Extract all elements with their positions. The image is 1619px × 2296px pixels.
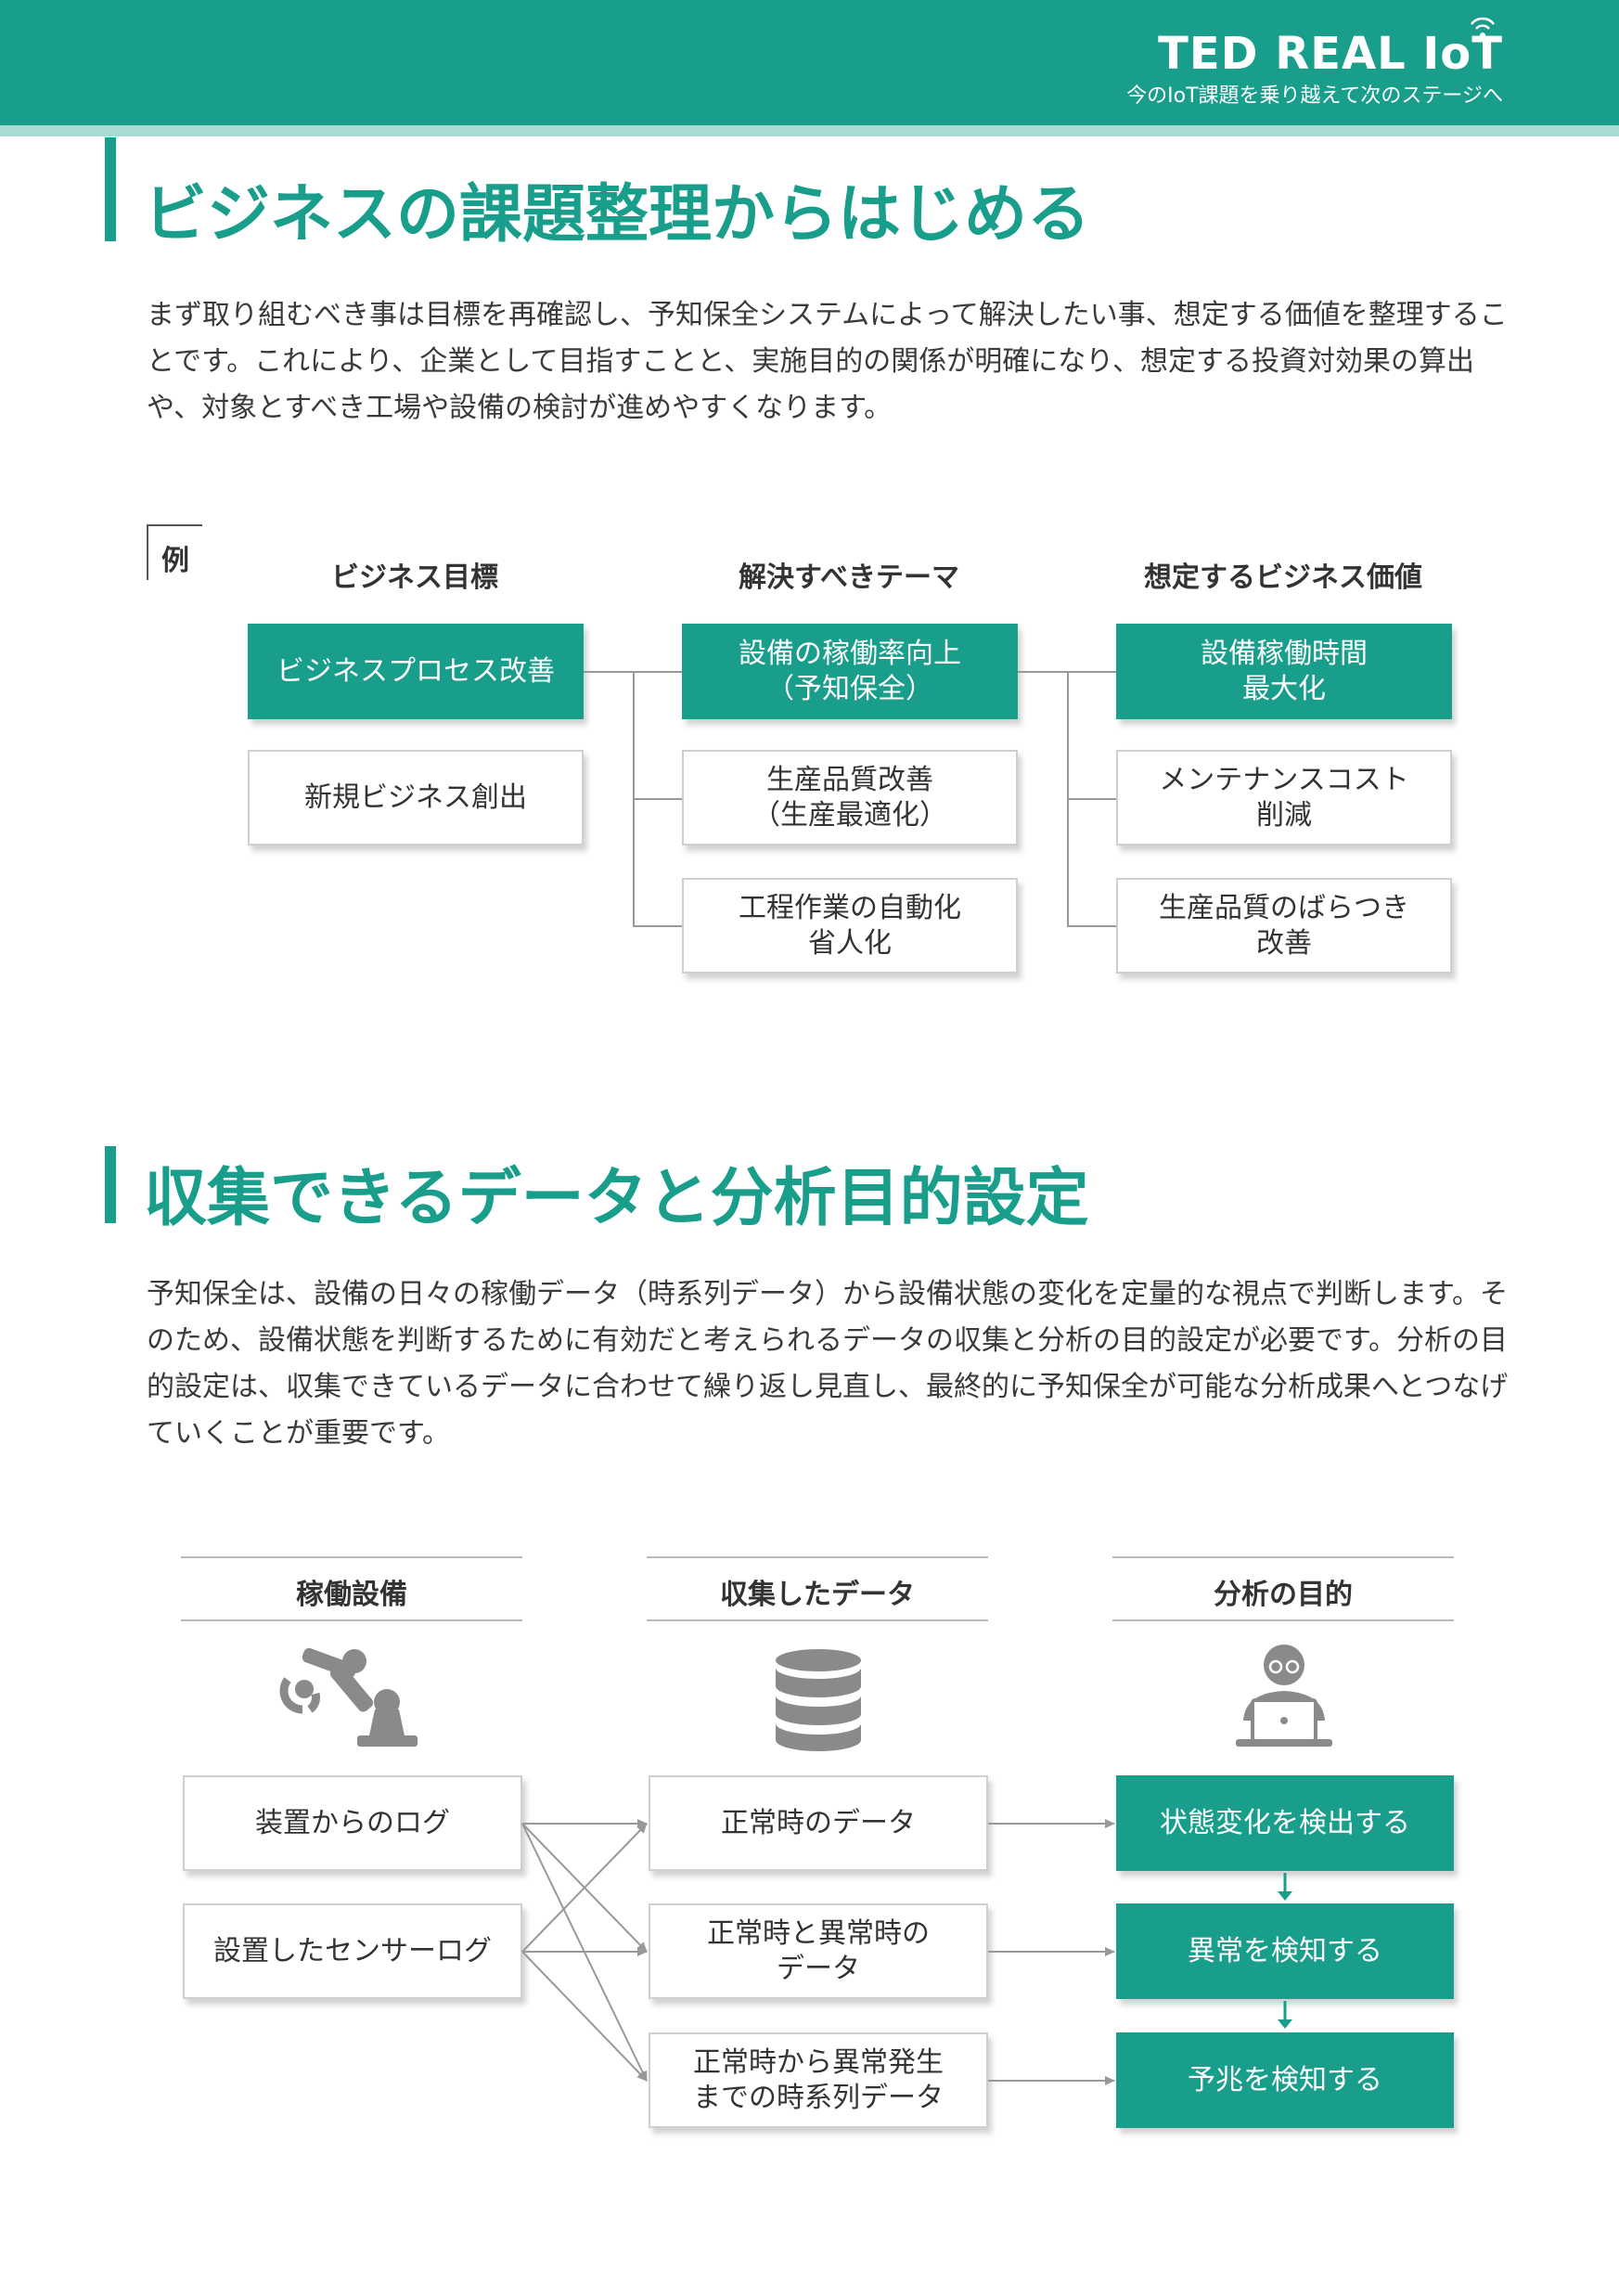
value-box: メンテナンスコスト 削減 bbox=[1116, 750, 1452, 845]
theme-box: 設備の稼働率向上 （予知保全） bbox=[682, 624, 1018, 719]
connector-line bbox=[633, 925, 682, 927]
purpose-box: 状態変化を検出する bbox=[1116, 1775, 1454, 1871]
column-header: 収集したデータ bbox=[720, 1579, 915, 1611]
theme-box: 生産品質改善 （生産最適化） bbox=[682, 750, 1018, 845]
connector-line bbox=[633, 798, 682, 800]
header-rule bbox=[1112, 1619, 1454, 1621]
header-rule bbox=[181, 1556, 522, 1558]
purpose-box: 予兆を検知する bbox=[1116, 2032, 1454, 2128]
goal-box: ビジネスプロセス改善 bbox=[248, 624, 584, 719]
header-rule bbox=[647, 1619, 988, 1621]
data-box: 正常時と異常時の データ bbox=[649, 1903, 988, 1999]
signal-icon bbox=[1471, 17, 1495, 38]
column-header: 分析の目的 bbox=[1214, 1579, 1353, 1611]
value-box: 生産品質のばらつき 改善 bbox=[1116, 878, 1452, 974]
connector-line bbox=[1067, 925, 1116, 927]
section-title: 収集できるデータと分析目的設定 bbox=[144, 1162, 1089, 1235]
column-header: 解決すべきテーマ bbox=[739, 561, 959, 594]
section-paragraph: 予知保全は、設備の日々の稼働データ（時系列データ）から設備状態の変化を定量的な視… bbox=[147, 1278, 1509, 1450]
brand-tagline: 今のIoT課題を乗り越えて次のステージへ bbox=[1126, 84, 1503, 108]
data-box: 正常時のデータ bbox=[649, 1775, 988, 1871]
header-rule bbox=[1112, 1556, 1454, 1558]
section-marker bbox=[105, 137, 116, 241]
robot-arm-icon bbox=[278, 1643, 427, 1749]
goal-box: 新規ビジネス創出 bbox=[248, 750, 584, 845]
brand-logo-text: TED REAL IoT bbox=[1158, 28, 1503, 80]
source-box: 装置からのログ bbox=[183, 1775, 522, 1871]
header-rule bbox=[181, 1619, 522, 1621]
theme-box: 工程作業の自動化 省人化 bbox=[682, 878, 1018, 974]
analyst-laptop-icon bbox=[1227, 1635, 1343, 1751]
connector-line bbox=[1067, 798, 1116, 800]
section-title: ビジネスの課題整理からはじめる bbox=[144, 178, 1091, 252]
page-header: TED REAL IoT 今のIoT課題を乗り越えて次のステージへ bbox=[0, 0, 1619, 125]
source-box: 設置したセンサーログ bbox=[183, 1903, 522, 1999]
section-marker bbox=[105, 1146, 116, 1223]
example-label: 例 bbox=[147, 524, 202, 580]
value-box: 設備稼働時間 最大化 bbox=[1116, 624, 1452, 719]
section-paragraph: まず取り組むべき事は目標を再確認し、予知保全システムによって解決したい事、想定す… bbox=[147, 299, 1508, 424]
column-header: 想定するビジネス価値 bbox=[1144, 561, 1422, 594]
data-box: 正常時から異常発生 までの時系列データ bbox=[649, 2032, 988, 2128]
database-icon bbox=[772, 1647, 865, 1754]
column-header: 稼働設備 bbox=[296, 1579, 407, 1611]
header-stripe bbox=[0, 125, 1619, 136]
column-header: ビジネス目標 bbox=[331, 561, 498, 594]
header-rule bbox=[647, 1556, 988, 1558]
purpose-box: 異常を検知する bbox=[1116, 1903, 1454, 1999]
